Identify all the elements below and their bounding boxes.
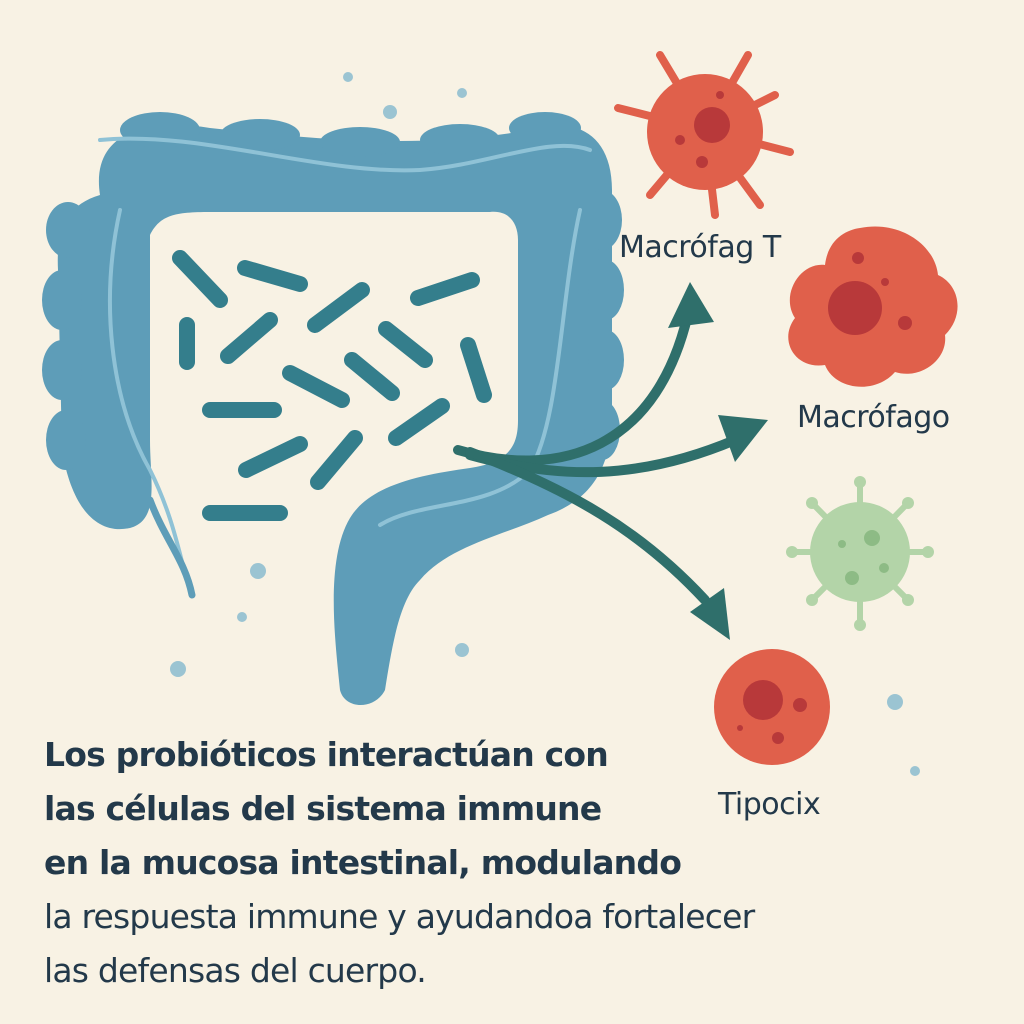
- virus-icon: [786, 476, 934, 631]
- tipocix-label: Tipocix: [718, 787, 821, 822]
- round-cell-icon: [714, 649, 830, 765]
- t-cell-icon: [614, 51, 794, 219]
- caption-line: en la mucosa intestinal, modulando: [44, 843, 682, 882]
- macrophage-label: Macrófago: [797, 400, 950, 435]
- caption-line: Los probióticos interactúan con: [44, 735, 609, 774]
- arrow-icon: [453, 300, 740, 605]
- macrophage-icon: [788, 226, 958, 387]
- caption-line: las células del sistema immune: [44, 789, 602, 828]
- caption-text: Los probióticos interactúan con las célu…: [44, 732, 804, 1002]
- intestine-icon: [42, 112, 624, 706]
- particles: [170, 72, 920, 776]
- arrowheads: [668, 282, 768, 640]
- t-cell-label: Macrófag T: [619, 230, 781, 265]
- caption-line: las defensas del cuerpo.: [44, 951, 427, 990]
- bacteria-icon: [172, 250, 492, 521]
- caption-line: la respuesta immune y ayudandoa fortalec…: [44, 897, 755, 936]
